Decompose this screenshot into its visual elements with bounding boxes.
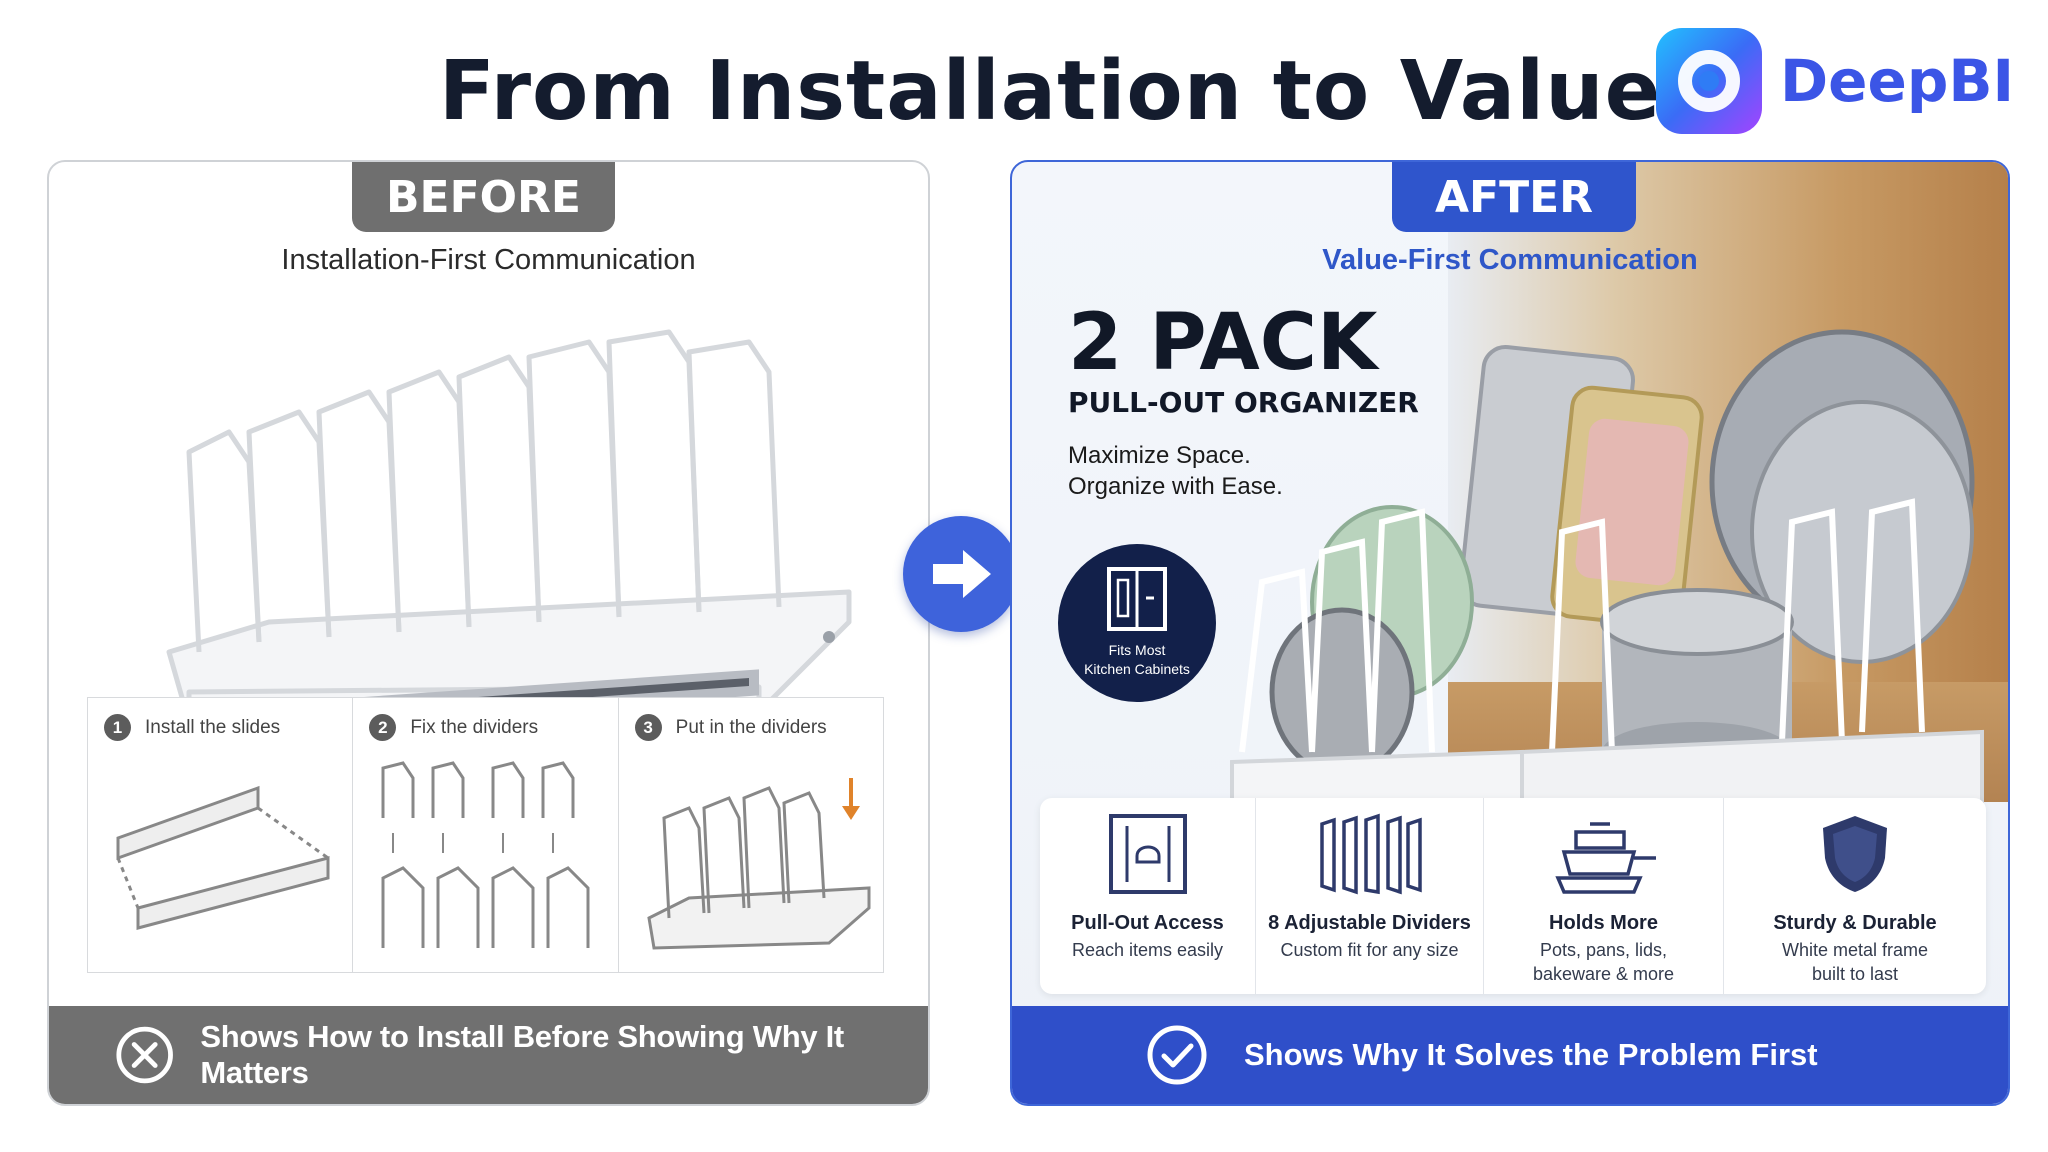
feature-desc: White metal frame: [1781, 940, 1929, 960]
brand: DeepBI: [1656, 28, 2014, 134]
feature-holds-more: Holds More Pots, pans, lids, bakeware & …: [1484, 798, 1724, 994]
feature-desc: Reach items easily: [1071, 940, 1224, 960]
feature-title: Holds More: [1549, 912, 1658, 934]
before-panel: BEFORE Installation-First Communication …: [47, 160, 930, 1106]
step-label: Install the slides: [145, 716, 281, 738]
pots-stack-icon: [1554, 822, 1656, 894]
before-tab: BEFORE: [352, 162, 615, 232]
check-circle-icon: [1147, 1025, 1207, 1085]
dividers-icon: [1319, 813, 1422, 895]
fits-cabinets-badge: Fits Most Kitchen Cabinets: [1058, 544, 1216, 702]
cabinet-icon: [1107, 567, 1167, 631]
feature-dividers: 8 Adjustable Dividers Custom fit for any…: [1256, 798, 1484, 994]
arrow-right-icon: [903, 516, 1019, 632]
badge-line-2: Kitchen Cabinets: [1084, 661, 1190, 677]
step-2: 2 Fix the dividers: [353, 698, 619, 972]
feature-title: 8 Adjustable Dividers: [1268, 912, 1471, 934]
features-strip: Pull-Out Access Reach items easily 8 Adj…: [1040, 798, 1986, 994]
before-subtitle: Installation-First Communication: [281, 244, 696, 276]
deepbi-logo-icon: [1656, 28, 1762, 134]
feature-title: Sturdy & Durable: [1773, 912, 1937, 934]
shield-icon: [1823, 816, 1887, 892]
install-steps: 1 Install the slides 2 Fix the dividers: [87, 697, 884, 973]
after-bottom-text: Shows Why It Solves the Problem First: [1244, 1037, 1818, 1072]
product-name: PULL-OUT ORGANIZER: [1068, 386, 1419, 419]
after-tab: AFTER: [1392, 162, 1636, 232]
badge-line-1: Fits Most: [1108, 642, 1166, 658]
step-label: Put in the dividers: [675, 716, 827, 738]
step-number: 2: [369, 714, 397, 741]
tagline-line-2: Organize with Ease.: [1068, 473, 1283, 500]
before-bottom-text: Shows How to Install Before Showing Why …: [200, 1019, 844, 1090]
x-circle-icon: [116, 1026, 173, 1084]
feature-desc: Pots, pans, lids,: [1539, 940, 1668, 960]
before-bottom-bar: Shows How to Install Before Showing Why …: [49, 1006, 928, 1104]
feature-sturdy: Sturdy & Durable White metal frame built…: [1724, 798, 1986, 994]
step-3: 3 Put in the dividers: [619, 698, 883, 972]
feature-title: Pull-Out Access: [1071, 912, 1224, 934]
feature-pull-out: Pull-Out Access Reach items easily: [1040, 798, 1256, 994]
after-panel: AFTER Value-First Communication 2 PACK P…: [1010, 160, 2010, 1106]
feature-desc: Custom fit for any size: [1280, 940, 1459, 960]
tagline-line-1: Maximize Space.: [1068, 442, 1251, 469]
main-title: From Installation to Value: [438, 44, 1662, 139]
feature-desc: built to last: [1811, 964, 1899, 984]
after-bottom-bar: Shows Why It Solves the Problem First: [1012, 1006, 2008, 1104]
dividers-illustration: [381, 761, 590, 948]
step-number: 3: [634, 714, 662, 741]
brand-name: DeepBI: [1780, 47, 2015, 115]
slides-illustration: [116, 785, 330, 930]
pack-headline: 2 PACK: [1068, 298, 1378, 388]
feature-desc: bakeware & more: [1532, 964, 1675, 984]
organizer-with-pots-illustration: [1230, 329, 1984, 843]
step-1: 1 Install the slides: [88, 698, 354, 972]
step-label: Fix the dividers: [410, 716, 539, 738]
step-number: 1: [104, 714, 131, 741]
after-subtitle: Value-First Communication: [1322, 244, 1698, 276]
assembled-rack-illustration: [646, 778, 871, 950]
pull-out-drawer-icon: [1108, 814, 1187, 894]
